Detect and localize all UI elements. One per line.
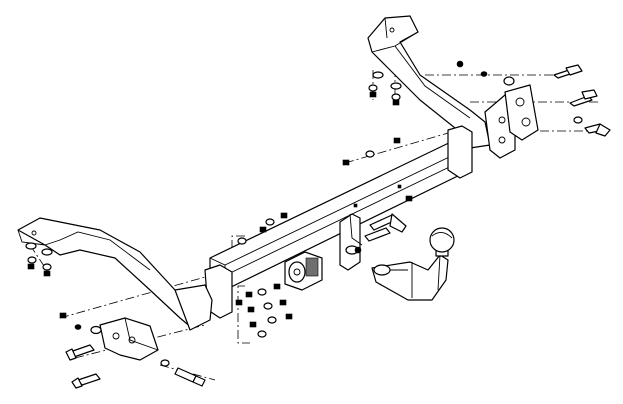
right-side-arm [367,15,539,159]
right-arm-fasteners [368,71,402,106]
crossbar-top-nuts [237,137,413,245]
socket-plate [284,251,323,291]
center-nut-cluster [235,283,293,338]
left-arm-fasteners [25,242,53,277]
main-crossbar [204,125,473,319]
tow-ball-neck [371,227,455,301]
bracket-bolts [354,213,407,254]
upper-right-bolts [456,60,611,137]
tow-bracket [339,213,363,271]
left-side-arm [17,217,213,361]
lower-left-bolts [59,312,206,389]
